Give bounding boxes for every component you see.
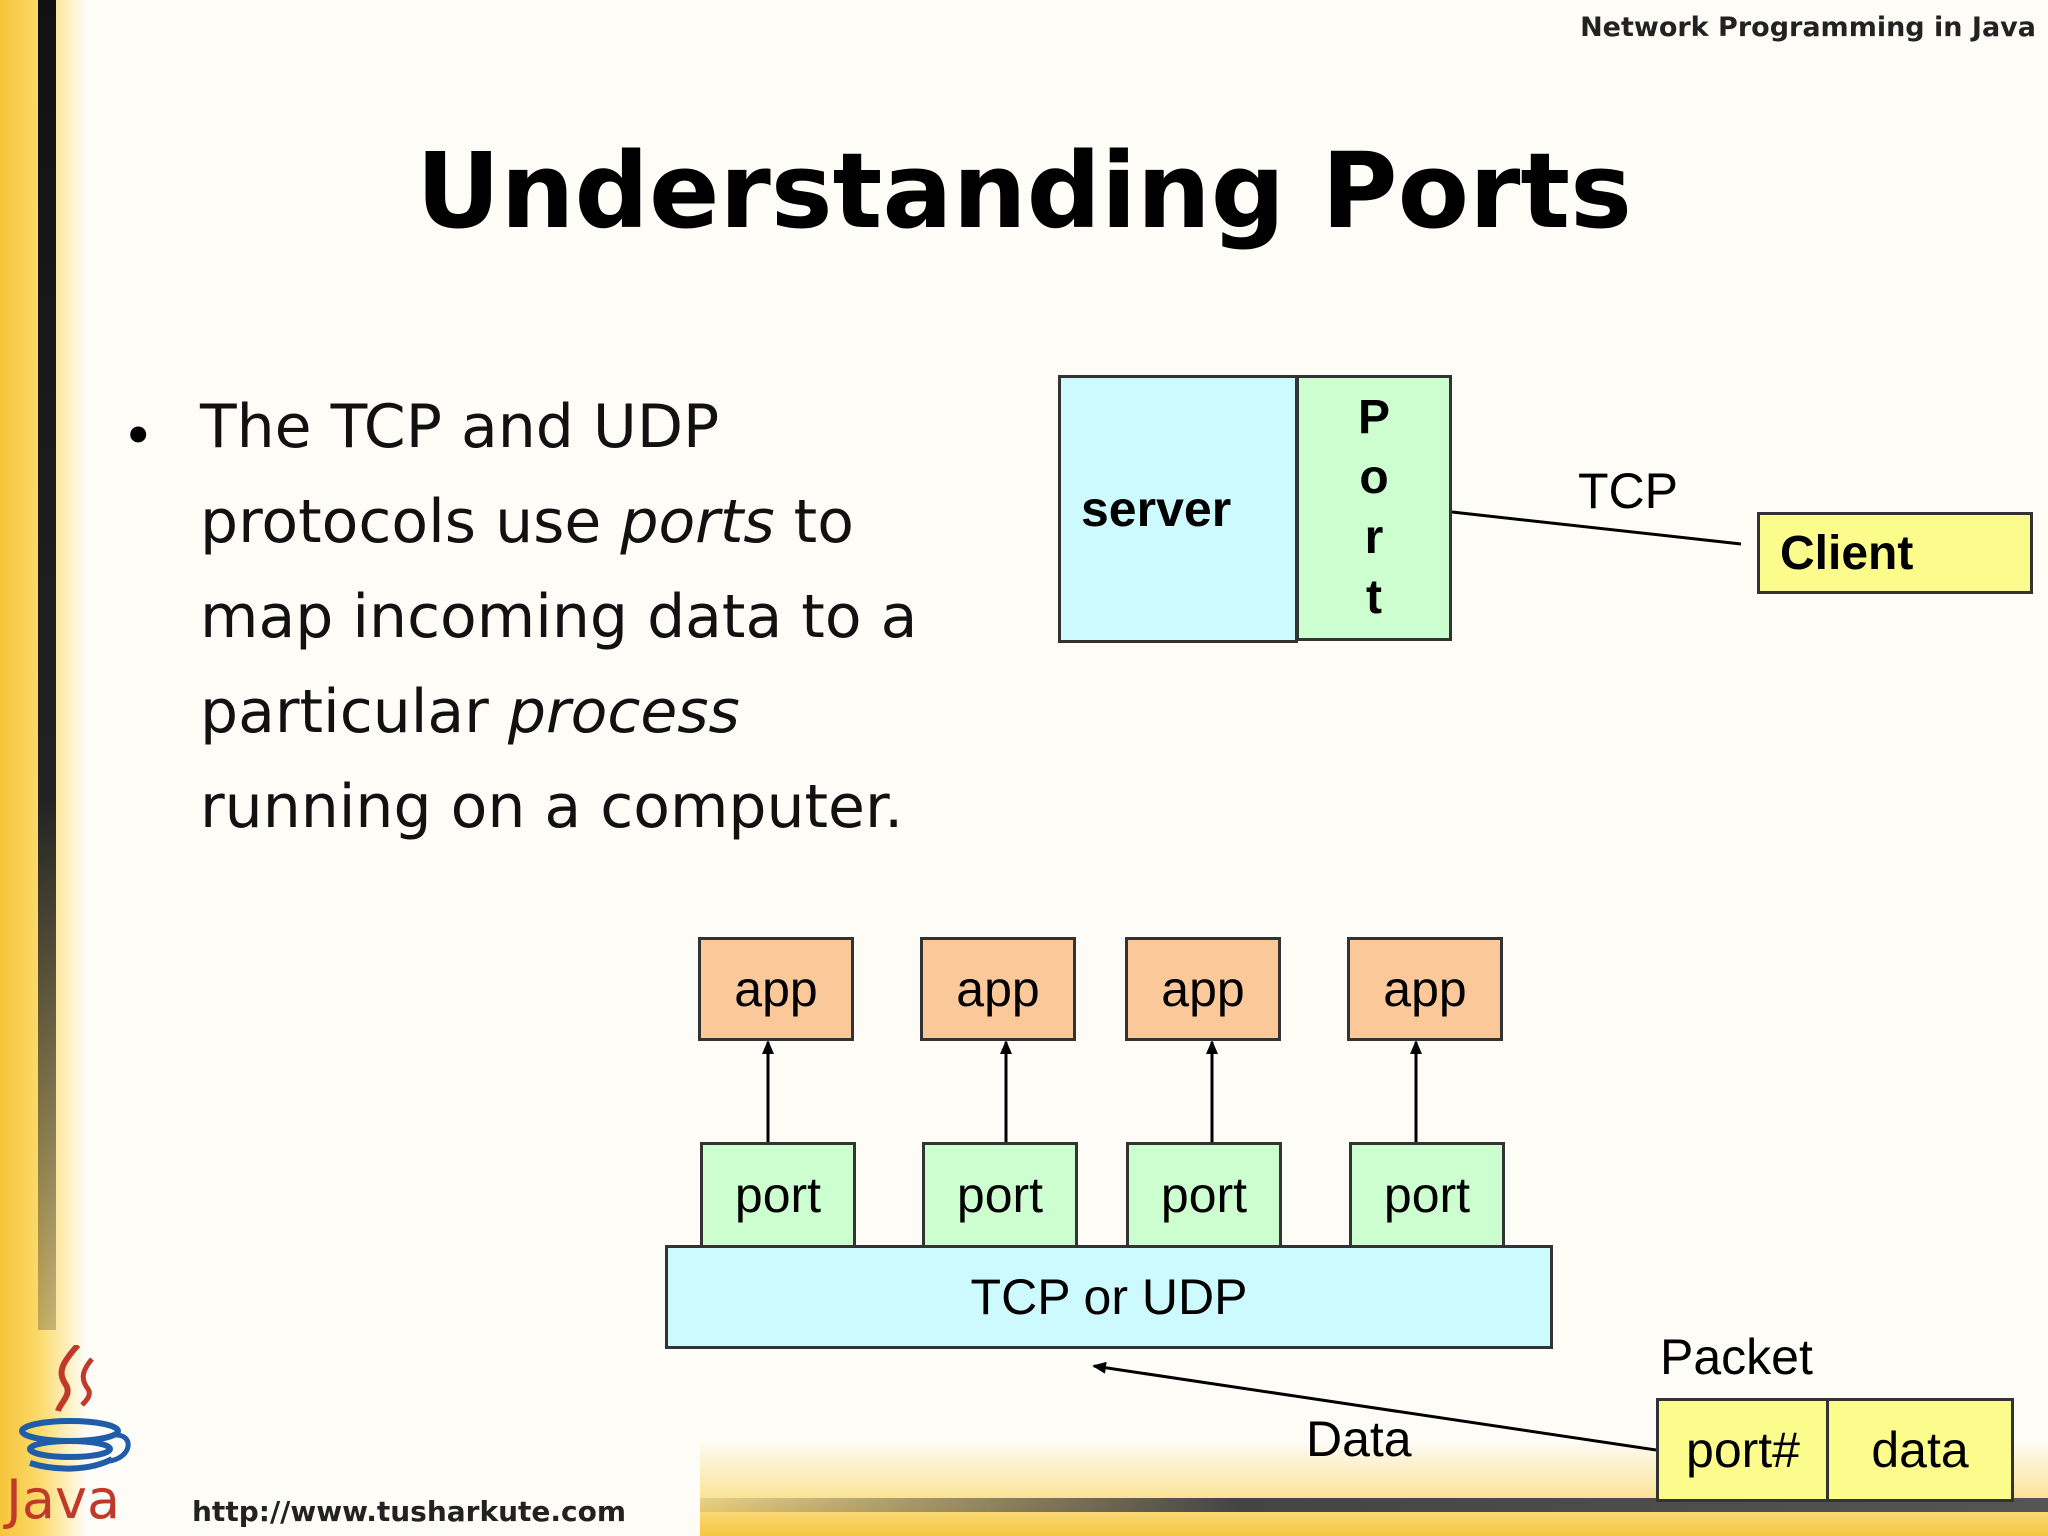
app-box: app [920,937,1076,1041]
transport-layer-box: TCP or UDP [665,1245,1553,1349]
port-letter: t [1366,571,1382,624]
header-title: Network Programming in Java [1580,12,2036,43]
packet-label: Packet [1660,1329,1813,1385]
bullet-line-3: map incoming data to a [200,582,918,652]
bullet-line-4: particular process [200,665,1020,760]
bullet-line-2: protocols use ports to [200,475,1020,570]
packet-data-field: data [1826,1398,2014,1502]
port-box-small: port [922,1142,1078,1248]
port-label: port [1160,1167,1248,1223]
bullet-line-5: running on a computer. [200,772,904,842]
port-box-small: port [700,1142,856,1248]
port-box: P o r t [1296,375,1452,641]
footer-url-link[interactable]: http://www.tusharkute.com [192,1495,627,1528]
bullet-line-4-a: particular [200,677,508,747]
data-label: Data [1306,1411,1412,1467]
java-cup-icon [19,1345,131,1472]
slide-title: Understanding Ports [0,130,2048,252]
port-label: port [956,1167,1044,1223]
app-label: app [734,961,818,1017]
port-letter: o [1359,451,1389,504]
server-client-line [1451,510,1742,546]
tcp-connection-label: TCP [1578,463,1678,519]
packet-port-field: port# [1656,1398,1830,1502]
client-label: Client [1780,526,1914,580]
port-box-small: port [1126,1142,1282,1248]
app-label: app [1383,961,1467,1017]
bullet-marker: • [122,404,155,468]
bullet-line-1: The TCP and UDP [200,392,720,462]
app-box: app [1125,937,1281,1041]
bullet-paragraph: The TCP and UDP protocols use ports to m… [200,380,1020,855]
transport-layer-label: TCP or UDP [970,1269,1248,1325]
packet-port-label: port# [1686,1422,1800,1478]
port-label: port [1383,1167,1471,1223]
bullet-line-2-b: to [774,487,854,557]
bullet-emphasis-ports: ports [620,487,775,557]
port-box-small: port [1349,1142,1505,1248]
server-label: server [1081,481,1232,537]
app-label: app [1161,961,1245,1017]
bullet-emphasis-process: process [507,677,740,747]
port-letter: P [1357,391,1390,444]
arrow-packet-transport [1092,1361,1657,1452]
app-box: app [1347,937,1503,1041]
server-box: server [1058,375,1298,643]
port-label: port [734,1167,822,1223]
client-box: Client [1757,512,2033,594]
left-dark-stripe [38,0,56,1330]
app-label: app [956,961,1040,1017]
java-logo-text: Java [6,1468,121,1531]
packet-data-label: data [1871,1422,1969,1478]
slide-title-text: Understanding Ports [416,130,1632,252]
port-letter: r [1364,511,1384,564]
app-box: app [698,937,854,1041]
bullet-line-2-a: protocols use [200,487,621,557]
